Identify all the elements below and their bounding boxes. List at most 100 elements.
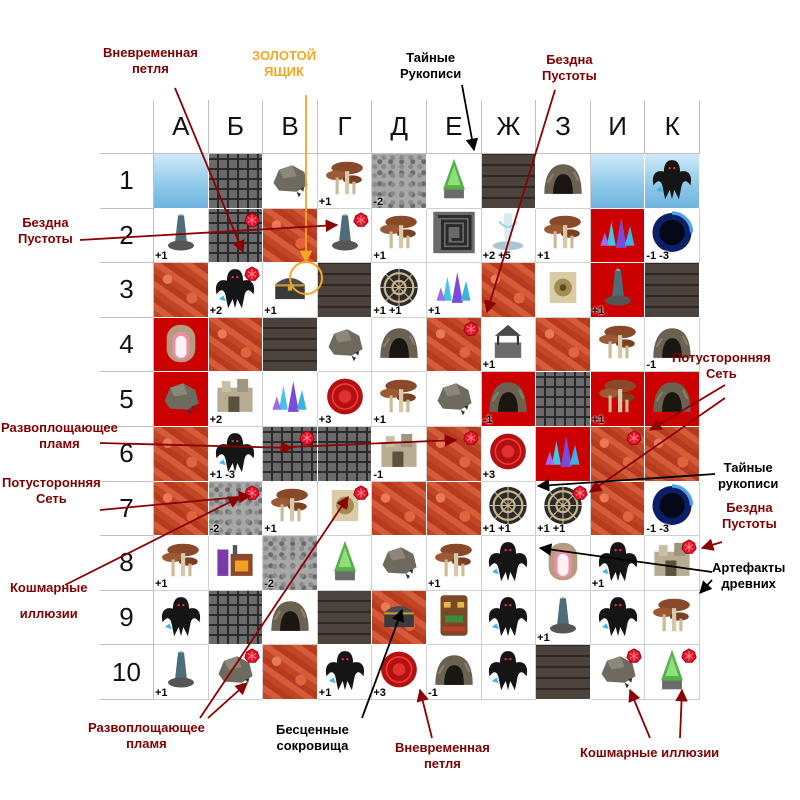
board-cell-Е8[interactable]: +1 [426,536,482,591]
board-cell-Б8[interactable] [208,536,264,591]
board-cell-Д6[interactable]: -1 [372,426,427,482]
board-cell-В9[interactable] [263,590,318,646]
board-cell-Д5[interactable]: +1 [372,372,427,427]
board-cell-З10[interactable] [536,645,591,700]
board-cell-В5[interactable] [263,372,318,427]
board-cell-З6[interactable] [536,426,591,482]
board-cell-И4[interactable] [590,317,646,373]
board-cell-Е10[interactable]: -1 [426,645,482,700]
board-cell-А3[interactable] [154,263,209,318]
board-cell-К4[interactable]: -1 [645,317,700,373]
board-cell-Б2[interactable] [208,208,264,264]
board-cell-Г1[interactable]: +1 [317,154,373,209]
board-cell-А7[interactable] [154,481,209,537]
board-cell-Б4[interactable] [208,317,264,373]
board-cell-А6[interactable] [154,426,209,482]
board-cell-Е3[interactable]: +1 [426,263,482,318]
board-cell-Г8[interactable] [317,536,373,591]
board-cell-Б10[interactable] [208,645,264,700]
board-cell-И2[interactable] [590,208,646,264]
board-cell-З9[interactable]: +1 [536,590,591,646]
board-cell-А1[interactable] [154,154,209,209]
board-cell-К2[interactable]: -1 -3 [645,208,700,264]
board-cell-Б5[interactable]: +2 [208,372,264,427]
board-cell-И6[interactable] [590,426,646,482]
board-cell-Г4[interactable] [317,317,373,373]
board-cell-З5[interactable] [536,372,591,427]
board-cell-Е5[interactable] [426,372,482,427]
board-cell-И7[interactable] [590,481,646,537]
board-cell-З1[interactable] [536,154,591,209]
board-cell-А8[interactable]: +1 [154,536,209,591]
board-cell-Б3[interactable]: +2 [208,263,264,318]
board-cell-Д10[interactable]: +3 [372,645,427,700]
board-cell-А2[interactable]: +1 [154,208,209,264]
board-cell-И5[interactable]: +1 [590,372,646,427]
board-cell-Д4[interactable] [372,317,427,373]
board-cell-А10[interactable]: +1 [154,645,209,700]
board-cell-Ж5[interactable]: -1 [481,372,537,427]
board-cell-Ж1[interactable] [481,154,537,209]
board-cell-В7[interactable]: +1 [263,481,318,537]
board-cell-А5[interactable] [154,372,209,427]
board-cell-В1[interactable] [263,154,318,209]
board-cell-И1[interactable] [590,154,646,209]
board-cell-К8[interactable] [645,536,700,591]
board-cell-Д1[interactable]: -2 [372,154,427,209]
board-cell-А9[interactable] [154,590,209,646]
board-cell-К10[interactable] [645,645,700,700]
board-cell-З8[interactable] [536,536,591,591]
board-cell-Г2[interactable] [317,208,373,264]
board-cell-В2[interactable] [263,208,318,264]
board-cell-Б7[interactable]: -2 [208,481,264,537]
board-cell-З3[interactable] [536,263,591,318]
board-cell-И10[interactable] [590,645,646,700]
board-cell-З7[interactable]: +1 +1 [536,481,591,537]
board-cell-Г9[interactable] [317,590,373,646]
board-cell-К9[interactable] [645,590,700,646]
board-cell-А4[interactable] [154,317,209,373]
board-cell-Б6[interactable]: +1 -3 [208,426,264,482]
board-cell-В4[interactable] [263,317,318,373]
board-cell-Г10[interactable]: +1 [317,645,373,700]
board-cell-Ж2[interactable]: +2 +5 [481,208,537,264]
board-cell-Ж3[interactable] [481,263,537,318]
board-cell-И9[interactable] [590,590,646,646]
board-cell-Г6[interactable] [317,426,373,482]
board-cell-Д8[interactable] [372,536,427,591]
board-cell-Д2[interactable]: +1 [372,208,427,264]
board-cell-Г5[interactable]: +3 [317,372,373,427]
board-cell-В10[interactable] [263,645,318,700]
board-cell-К3[interactable] [645,263,700,318]
ruins-icon [213,377,257,422]
board-cell-К1[interactable] [645,154,700,209]
board-cell-Б9[interactable] [208,590,264,646]
board-cell-В6[interactable] [263,426,318,482]
board-cell-Е2[interactable] [426,208,482,264]
board-cell-В3[interactable]: +1 [263,263,318,318]
board-cell-Е6[interactable] [426,426,482,482]
board-cell-Е7[interactable] [426,481,482,537]
board-cell-Е1[interactable] [426,154,482,209]
board-cell-И3[interactable]: +1 [590,263,646,318]
board-cell-К7[interactable]: -1 -3 [645,481,700,537]
board-cell-Ж4[interactable]: +1 [481,317,537,373]
board-cell-Г3[interactable] [317,263,373,318]
board-cell-Д3[interactable]: +1 +1 [372,263,427,318]
board-cell-З4[interactable] [536,317,591,373]
board-cell-К6[interactable] [645,426,700,482]
board-cell-Ж9[interactable] [481,590,537,646]
board-cell-Е9[interactable] [426,590,482,646]
board-cell-Д7[interactable] [372,481,427,537]
board-cell-Г7[interactable] [317,481,373,537]
board-cell-Ж7[interactable]: +1 +1 [481,481,537,537]
board-cell-Ж6[interactable]: +3 [481,426,537,482]
board-cell-Б1[interactable] [208,154,264,209]
board-cell-З2[interactable]: +1 [536,208,591,264]
board-cell-В8[interactable]: -2 [263,536,318,591]
board-cell-Ж10[interactable] [481,645,537,700]
board-cell-Ж8[interactable] [481,536,537,591]
board-cell-Е4[interactable] [426,317,482,373]
board-cell-Д9[interactable] [372,590,427,646]
board-cell-И8[interactable]: +1 [590,536,646,591]
